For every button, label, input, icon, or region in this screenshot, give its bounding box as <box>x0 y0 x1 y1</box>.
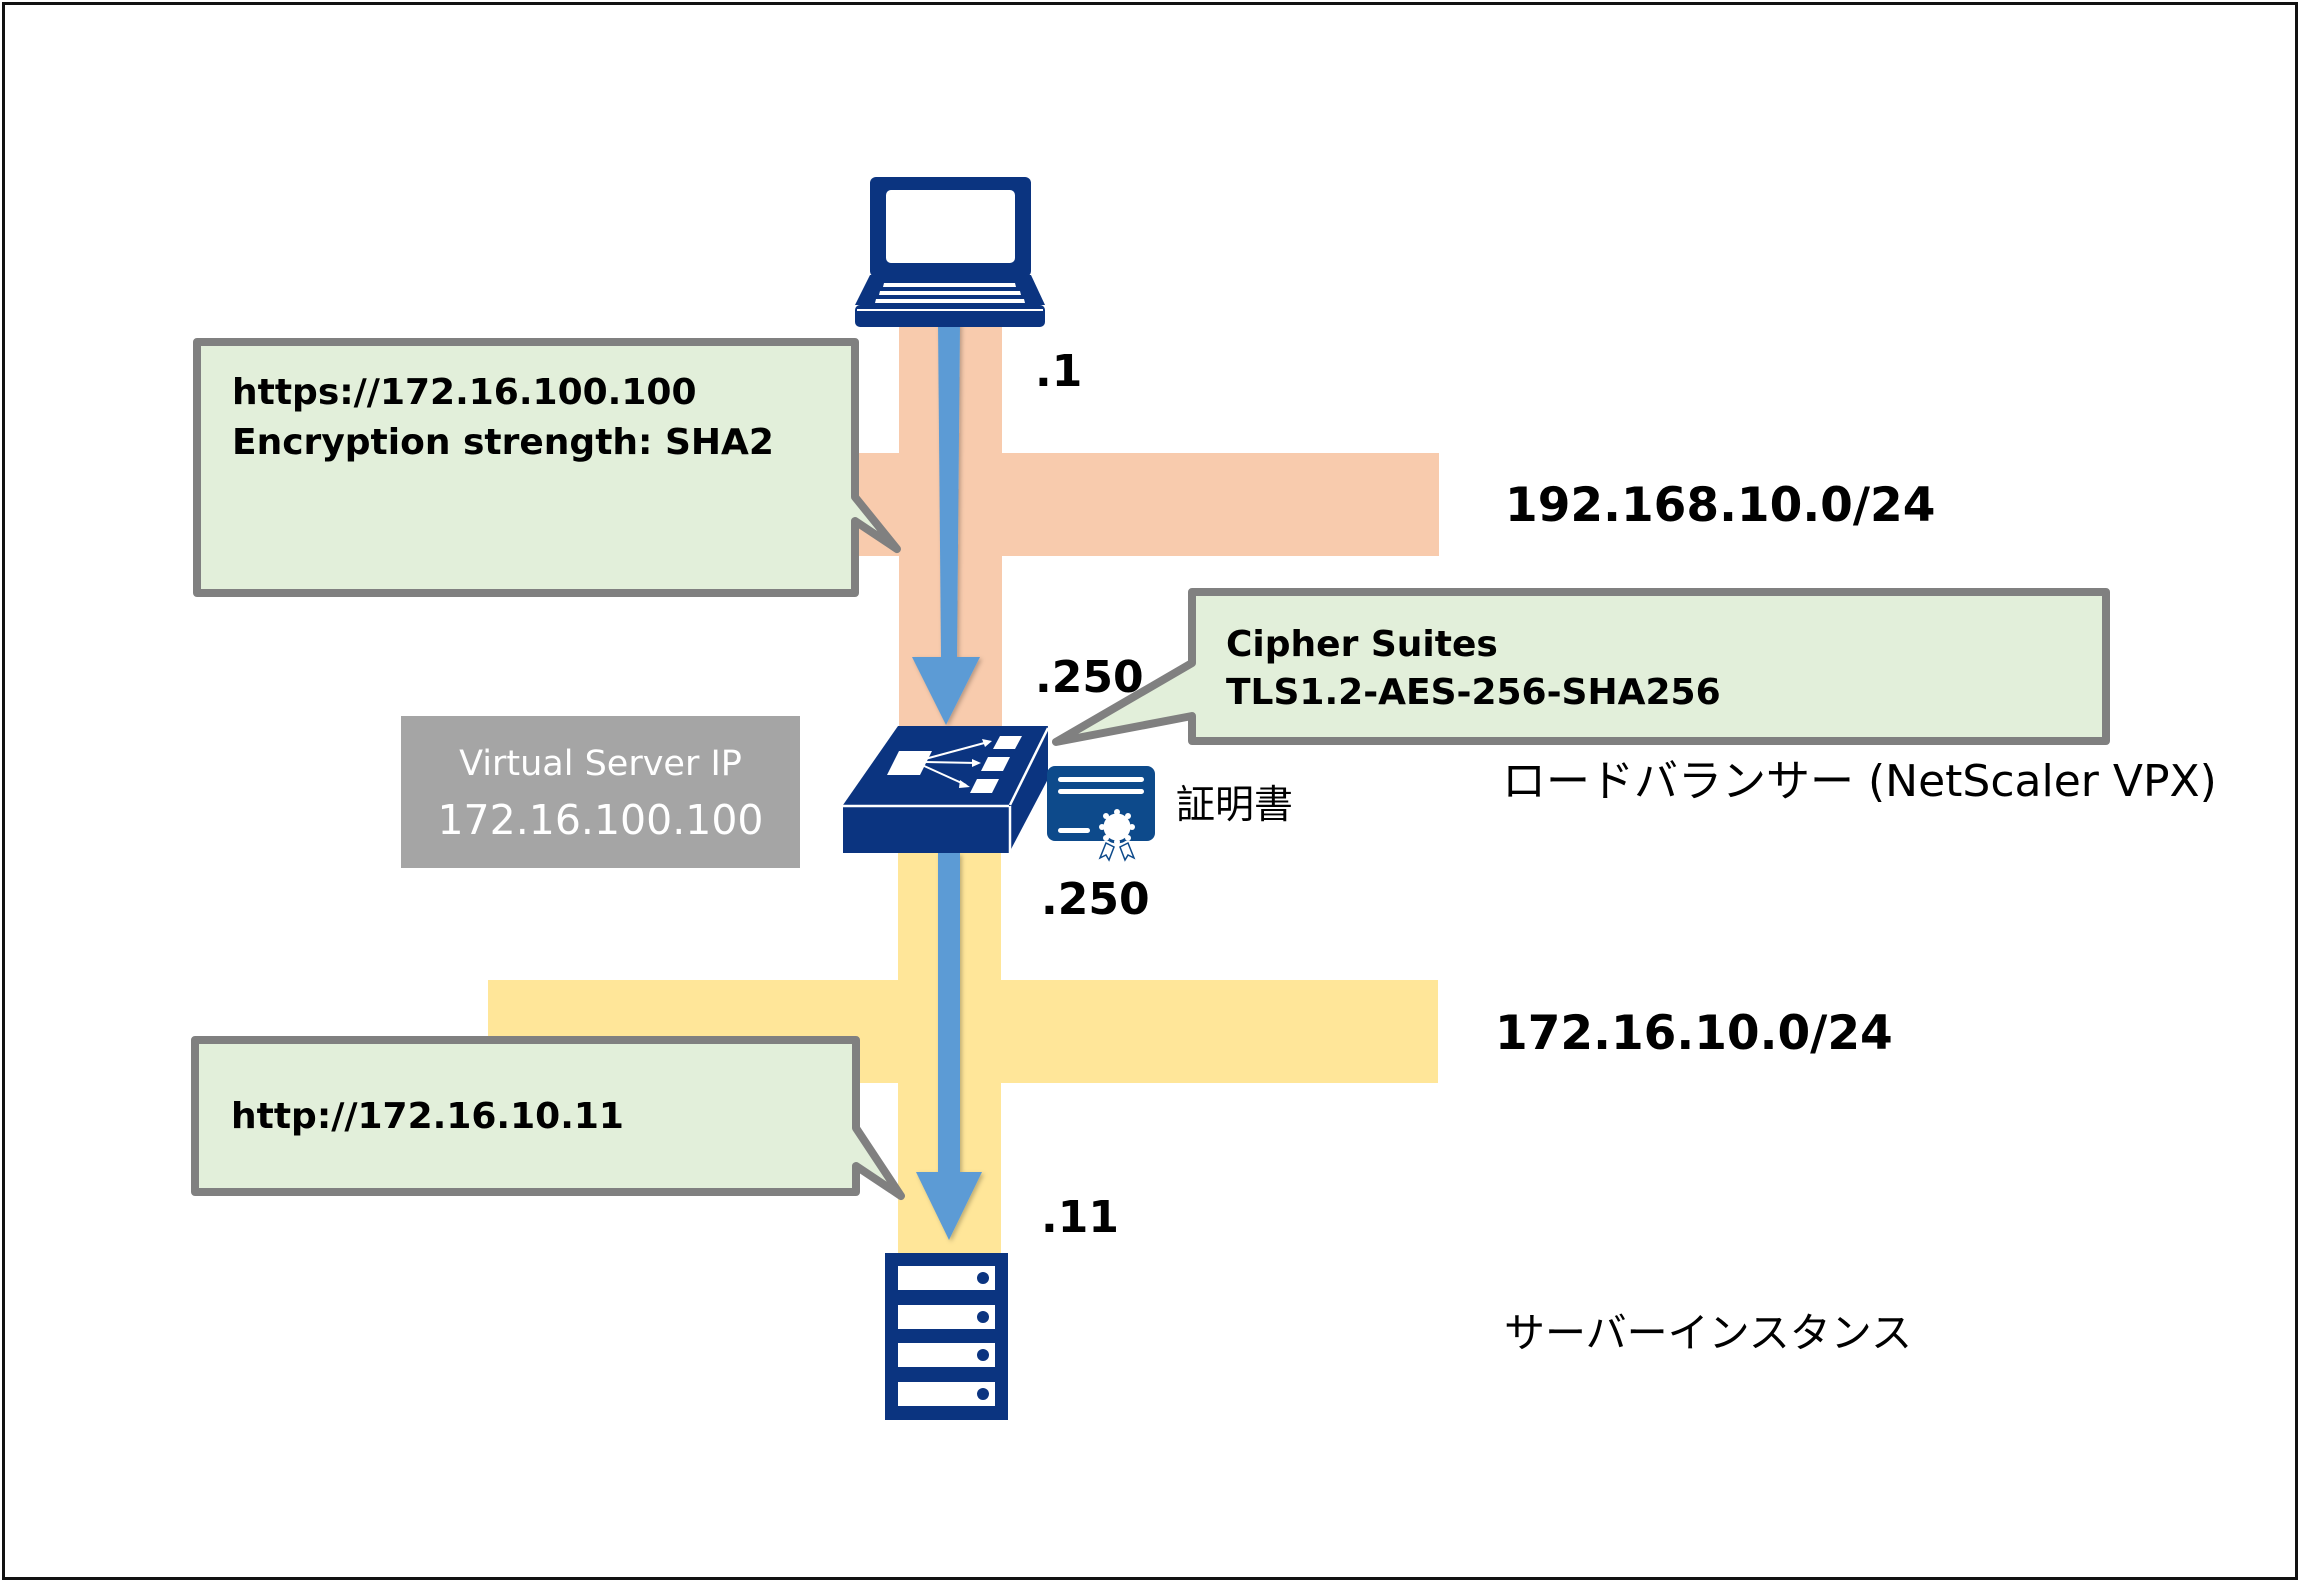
client-host-octet: .1 <box>1035 346 1083 397</box>
client-callout-text: https://172.16.100.100 Encryption streng… <box>232 368 774 468</box>
virtual-server-title: Virtual Server IP <box>459 744 742 784</box>
load-balancer-label: ロードバランサー (NetScaler VPX) <box>1502 756 2217 807</box>
cipher-suites-heading: Cipher Suites <box>1226 624 1498 665</box>
laptop-icon <box>855 177 1045 327</box>
load-balancer-switch-icon <box>843 726 1050 853</box>
server-callout-bubble <box>191 1036 905 1200</box>
client-encryption-strength: Encryption strength: SHA2 <box>232 422 774 463</box>
upper-network-cidr: 192.168.10.0/24 <box>1505 478 1936 533</box>
certificate-label: 証明書 <box>1176 783 1294 828</box>
client-callout-bubble <box>193 338 901 597</box>
lb-upper-octet: .250 <box>1035 652 1144 703</box>
virtual-server-ip: 172.16.100.100 <box>437 796 764 844</box>
server-request-url: http://172.16.10.11 <box>231 1096 624 1137</box>
upper-flow-arrow <box>912 323 980 725</box>
server-rack-icon <box>885 1253 1008 1420</box>
lb-lower-octet: .250 <box>1041 874 1150 925</box>
certificate-icon <box>1047 766 1155 862</box>
lower-network-cidr: 172.16.10.0/24 <box>1495 1006 1893 1061</box>
virtual-server-ip-box: Virtual Server IP 172.16.100.100 <box>401 716 800 868</box>
server-host-octet: .11 <box>1041 1192 1119 1243</box>
cipher-suite-value: TLS1.2-AES-256-SHA256 <box>1226 672 1721 713</box>
lower-flow-arrow <box>916 853 982 1240</box>
cipher-callout-text: Cipher Suites TLS1.2-AES-256-SHA256 <box>1226 621 1721 717</box>
server-instance-label: サーバーインスタンス <box>1504 1309 1912 1357</box>
server-callout-text: http://172.16.10.11 <box>231 1092 624 1142</box>
client-request-url: https://172.16.100.100 <box>232 372 697 413</box>
cipher-callout-bubble <box>1052 588 2110 746</box>
